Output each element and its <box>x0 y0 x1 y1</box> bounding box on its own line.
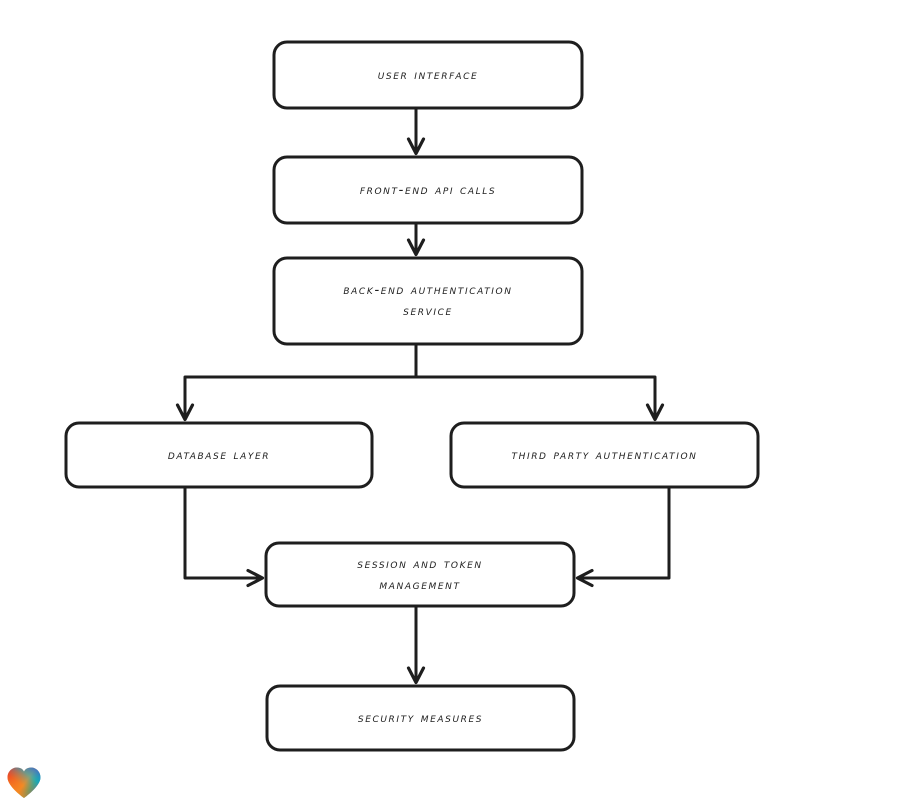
node-user-interface[interactable] <box>272 40 584 110</box>
node-database-layer[interactable] <box>64 421 374 489</box>
node-session-and-token-management[interactable] <box>264 541 576 608</box>
node-third-party-authentication[interactable] <box>449 421 760 489</box>
node-security-measures[interactable] <box>265 684 576 752</box>
heart-icon <box>7 767 41 798</box>
edge-third-party-to-session <box>575 485 671 588</box>
node-front-end-api-calls[interactable] <box>272 155 584 225</box>
node-back-end-authentication-service[interactable] <box>272 256 584 346</box>
edge-ui-to-api <box>406 106 426 156</box>
edge-backend-to-database <box>175 342 418 422</box>
edge-backend-to-third-party <box>414 375 665 422</box>
edge-api-to-backend <box>406 221 426 257</box>
edge-database-to-session <box>183 485 265 588</box>
edge-session-to-security <box>406 604 426 685</box>
